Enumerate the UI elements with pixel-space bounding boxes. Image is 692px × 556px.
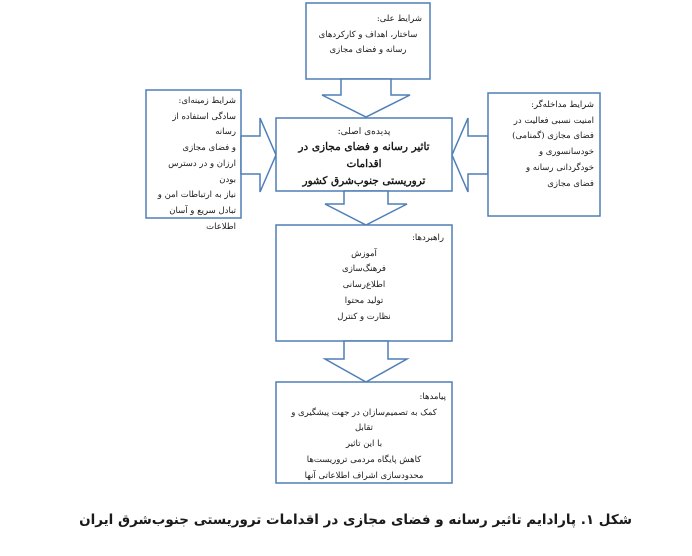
outcomes-box: پیامدها: کمک به تصمیم‌سازان در جهت پیشگی… [282, 390, 446, 484]
strategies-line: نظارت و کنترل [337, 311, 391, 322]
strategies-line: اطلاع‌رسانی [342, 280, 386, 291]
context-conditions-heading: شرایط زمینه‌ای: [178, 96, 236, 106]
strategies-line: تولید محتوا [344, 295, 384, 306]
outcomes-line: با این تاثیر [345, 439, 383, 450]
intervening-conditions-box-shape [487, 92, 601, 217]
arrow-intervening-to-core [451, 117, 489, 193]
outcomes-line: کاهش پایگاه مردمی تروریست‌ها [306, 454, 422, 465]
strategies-box: راهبردها: آموزش فرهنگ‌سازی اطلاع‌رسانی ت… [284, 231, 444, 325]
causal-conditions-line: ساختار، اهداف و کارکردهای [318, 29, 418, 40]
core-phenomenon-heading: پدیده‌ی اصلی: [337, 127, 391, 137]
intervening-conditions-box: شرایط مداخله‌گر: امنیت نسبی فعالیت در فض… [494, 98, 594, 192]
context-conditions-box-shape [145, 89, 242, 219]
core-phenomenon-box: پدیده‌ی اصلی: تاثیر رسانه و فضای مجازی د… [282, 125, 446, 190]
arrow-core-to-strategies [324, 190, 408, 226]
strategies-line: آموزش [351, 248, 377, 259]
context-conditions-line: ارزان و در دسترس بودن [168, 158, 236, 185]
arrow-strategies-to-outcomes [322, 340, 410, 383]
figure-caption: شکل ۱. پارادایم تاثیر رسانه و فضای مجازی… [79, 512, 632, 528]
intervening-conditions-line: فضای مجازی (گمنامی) [512, 131, 594, 142]
context-conditions-line: تبادل سریع و آسان [169, 206, 236, 217]
intervening-conditions-line: خودسانسوری و [538, 147, 594, 158]
context-conditions-box: شرایط زمینه‌ای: سادگی استفاده از رسانه و… [152, 94, 236, 235]
strategies-line: فرهنگ‌سازی [342, 264, 386, 275]
outcomes-box-shape [275, 381, 453, 484]
causal-conditions-box-shape [305, 2, 431, 80]
intervening-conditions-line: امنیت نسبی فعالیت در [513, 115, 594, 126]
strategies-heading: راهبردها: [412, 233, 444, 243]
outcomes-line: کمک به تصمیم‌سازان در جهت پیشگیری و تقاب… [291, 407, 437, 434]
core-phenomenon-line: تاثیر رسانه و فضای مجازی در اقدامات [298, 141, 430, 171]
context-conditions-line: نیاز به ارتباطات امن و [157, 190, 236, 201]
outcomes-line: محدودسازی اشراف اطلاعاتی آنها [304, 470, 424, 481]
context-conditions-line: و فضای مجازی [182, 143, 236, 154]
arrow-context-to-core [240, 117, 277, 193]
intervening-conditions-line: فضای مجازی [547, 178, 594, 189]
causal-conditions-box: شرایط علی: ساختار، اهداف و کارکردهای رسا… [314, 12, 422, 59]
context-conditions-line: سادگی استفاده از رسانه [172, 111, 236, 138]
core-phenomenon-line: تروریستی جنوب‌شرق کشور [302, 174, 426, 187]
outcomes-heading: پیامدها: [419, 392, 446, 402]
causal-conditions-heading: شرایط علی: [376, 14, 422, 24]
intervening-conditions-heading: شرایط مداخله‌گر: [531, 100, 594, 110]
strategies-box-shape [275, 224, 453, 342]
context-conditions-line: اطلاعات [206, 221, 236, 232]
causal-conditions-line: رسانه و فضای مجازی [329, 45, 407, 56]
arrow-causal-to-core [321, 78, 411, 118]
intervening-conditions-line: خودگردانی رسانه و [525, 162, 594, 173]
